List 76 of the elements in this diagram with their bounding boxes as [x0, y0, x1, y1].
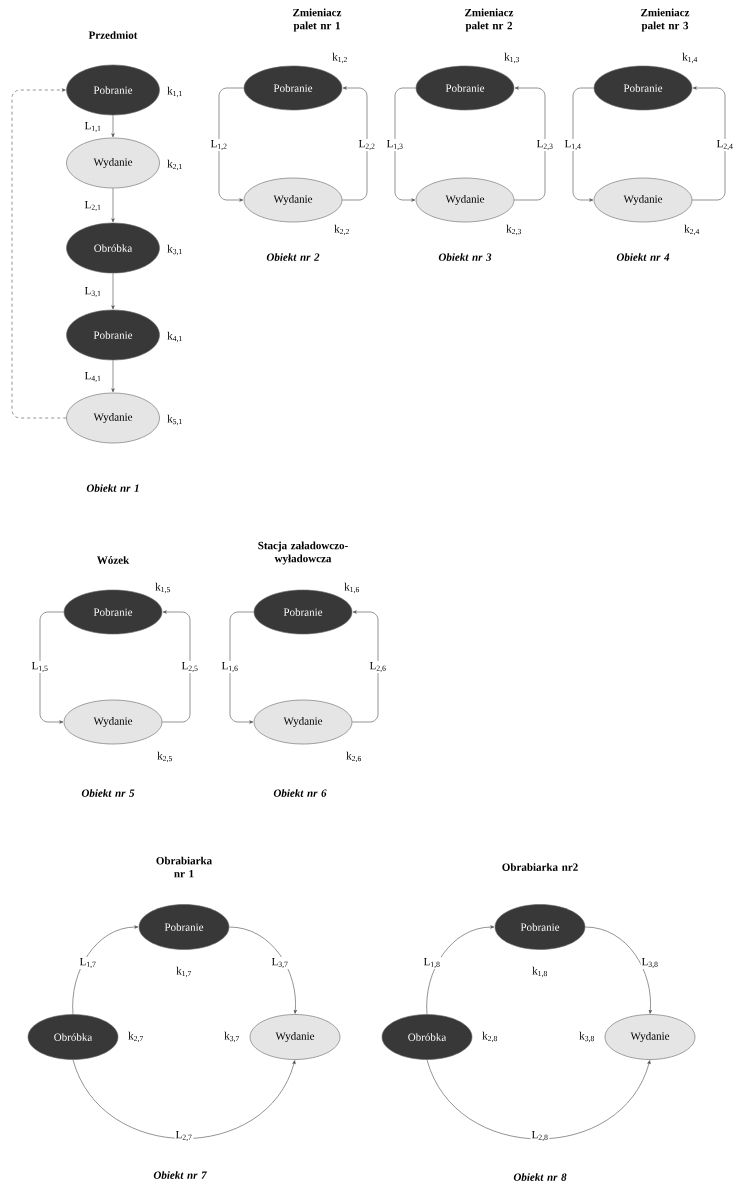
arrow — [572, 87, 594, 202]
node-label: k$_{5,1}$ — [167, 414, 182, 426]
node-label: k$_{1,2}$ — [332, 52, 347, 64]
edge-label: L$_{2,8}$ — [530, 1130, 550, 1143]
arrow — [229, 926, 297, 1014]
arrow — [162, 610, 191, 723]
edge-label: L$_{1,4}$ — [563, 139, 583, 151]
edge-label: L$_{3,8}$ — [640, 957, 660, 970]
edge-label: L$_{2,5}$ — [180, 661, 200, 674]
node-label: k$_{2,6}$ — [346, 751, 362, 763]
object-caption: Obiekt nr 2 — [266, 253, 320, 261]
edge-label: L$_{1,1}$ — [83, 121, 103, 133]
edge-label: L$_{2,7}$ — [174, 1130, 194, 1143]
edge-label: L$_{4,1}$ — [83, 371, 103, 383]
arrow — [218, 87, 244, 202]
object-title: Stacja załadowczo-wyładowcza — [258, 541, 348, 565]
node-label: k$_{2,5}$ — [157, 751, 172, 763]
node-label: k$_{1,1}$ — [167, 86, 182, 98]
object-title: Obrabiarka nr 1 — [156, 856, 212, 878]
arrow — [39, 611, 64, 724]
arrow — [72, 925, 139, 1015]
edge-label: L$_{1,7}$ — [78, 957, 98, 970]
node-label: k$_{3,8}$ — [579, 1031, 595, 1043]
object-caption: Obiekt nr 4 — [616, 253, 670, 261]
object-title: Zmieniacz palet nr 2 — [465, 8, 514, 32]
node-label: k$_{1,7}$ — [176, 966, 192, 978]
node-label: k$_{2,2}$ — [334, 224, 349, 236]
node-label: k$_{3,1}$ — [167, 244, 182, 256]
object-caption: Obiekt nr 5 — [81, 789, 135, 797]
edge-label: L$_{2,2}$ — [357, 139, 377, 151]
object-caption: Obiekt nr 1 — [86, 484, 139, 492]
edge-label: L$_{2,1}$ — [83, 200, 103, 212]
arrow — [514, 86, 546, 201]
object-caption: Obiekt nr 7 — [153, 1171, 207, 1179]
object-title: Obrabiarka nr2 — [502, 863, 578, 871]
edge-label: L$_{2,4}$ — [715, 139, 735, 151]
arrow — [111, 115, 115, 138]
edge-label: L$_{3,1}$ — [83, 286, 103, 298]
edge-label: L$_{1,6}$ — [220, 661, 240, 674]
node-label: k$_{1,8}$ — [532, 966, 548, 978]
node-label: k$_{1,3}$ — [504, 52, 519, 64]
node-label: k$_{4,1}$ — [167, 331, 182, 343]
object-caption: Obiekt nr 6 — [273, 789, 327, 797]
edge-label: L$_{1,8}$ — [422, 957, 442, 970]
node-label: k$_{2,3}$ — [506, 224, 521, 236]
arrow — [111, 188, 115, 223]
arrow — [72, 1059, 296, 1139]
node-label: k$_{2,8}$ — [482, 1031, 498, 1043]
arrow — [585, 926, 652, 1014]
edge-label: L$_{3,7}$ — [270, 957, 290, 970]
edge-label: L$_{1,5}$ — [30, 661, 50, 674]
arrow — [352, 610, 379, 723]
object-caption: Obiekt nr 8 — [513, 1173, 567, 1181]
edge-label: L$_{2,3}$ — [535, 139, 555, 151]
edge-label: L$_{1,2}$ — [209, 139, 229, 151]
arrow — [394, 87, 416, 202]
object-caption: Obiekt nr 3 — [438, 253, 492, 261]
arrow — [426, 1059, 651, 1140]
edge-label: L$_{2,6}$ — [368, 661, 388, 674]
node-label: k$_{2,7}$ — [128, 1031, 144, 1043]
arrow — [111, 273, 115, 310]
arrow — [426, 925, 495, 1015]
arrow — [111, 360, 115, 393]
object-title: Zmieniacz palet nr 1 — [293, 8, 342, 32]
arrow — [342, 86, 368, 201]
arrow — [692, 86, 726, 201]
object-title: Wózek — [96, 556, 130, 564]
arrow — [11, 88, 67, 419]
node-label: k$_{2,1}$ — [167, 159, 182, 171]
object-title: Zmieniacz palet nr 3 — [641, 8, 690, 32]
node-label: k$_{2,4}$ — [684, 224, 700, 236]
edge-label: L$_{1,3}$ — [385, 139, 405, 151]
object-title: Przedmiot — [88, 31, 138, 39]
node-label: k$_{1,4}$ — [682, 52, 698, 64]
node-label: k$_{3,7}$ — [224, 1031, 240, 1043]
arrow — [229, 611, 254, 724]
